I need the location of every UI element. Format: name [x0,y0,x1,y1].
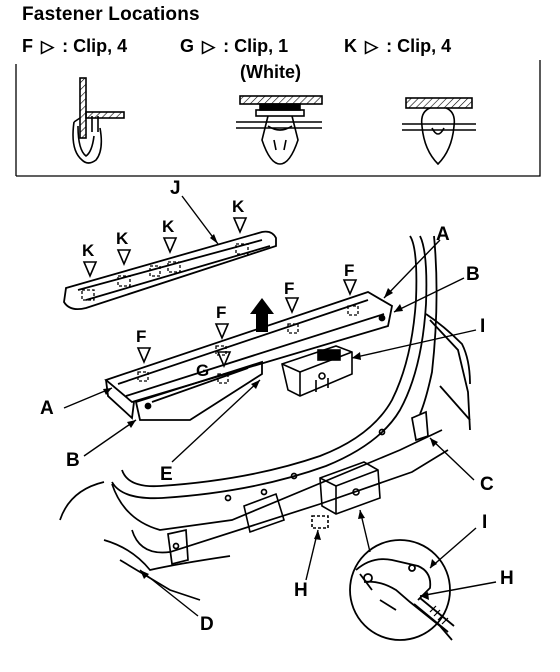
clip-marker-icon [82,261,98,279]
legend-note-white: (White) [240,62,301,82]
label-h: H [500,568,514,589]
clip-marker-icon [214,323,230,341]
label-b: B [466,264,480,285]
tailgate-opening [111,235,471,500]
legend-frame [15,60,541,177]
clip-g-detail [236,95,323,165]
label-k: K [162,217,175,236]
legend-text: : Clip, 1 [223,36,289,56]
clip-k-detail [402,97,476,166]
legend-text: : Clip, 4 [62,36,128,56]
clip-marker-icon: ▷ [202,37,216,56]
legend-letter: G [180,36,195,56]
clip-marker-icon [116,249,132,267]
legend-item-k: K ▷ : Clip, 4 [344,36,451,57]
clip-f-detail [72,77,125,164]
label-i: I [482,512,487,533]
label-g: G [196,361,209,380]
clip-markers [82,217,358,369]
label-f: F [216,303,226,322]
label-b: B [66,450,80,471]
label-c: C [480,474,494,495]
callout-labels: J K K K K A B I F F F F G A B E C D H I … [40,178,514,635]
label-k: K [232,197,245,216]
leader-arrowheads [103,234,438,600]
clip-marker-icon [136,347,152,365]
label-j: J [170,178,181,199]
label-a: A [436,224,450,245]
label-f: F [284,279,294,298]
clip-marker-icon [216,351,232,369]
label-a: A [40,398,54,419]
legend-item-g: G ▷ : Clip, 1 [180,36,288,57]
trim-panel-j [63,230,277,311]
label-k: K [82,241,95,260]
latch-detail-circle [349,539,455,641]
leader-lines [63,195,497,617]
clip-marker-icon [342,279,358,297]
label-e: E [160,464,173,485]
clip-marker-icon [162,237,178,255]
trim-panel-upper [104,291,394,421]
diagram-title: Fastener Locations [22,4,200,25]
label-f: F [136,327,146,346]
bracket-i-upper [281,345,353,397]
legend-item-f: F ▷ : Clip, 4 [22,36,127,57]
label-i: I [480,316,485,337]
clip-marker-icon [232,217,248,235]
clip-marker-icon: ▷ [365,37,379,56]
label-f: F [344,261,354,280]
up-arrow-icon [250,298,274,332]
lower-body-sill [59,410,449,601]
label-h: H [294,580,308,601]
legend-letter: F [22,36,33,56]
clip-marker-icon [284,297,300,315]
label-d: D [200,614,214,635]
legend-text: : Clip, 4 [386,36,452,56]
legend-letter: K [344,36,357,56]
clip-marker-icon: ▷ [41,37,55,56]
striker-bracket [243,461,381,534]
label-k: K [116,229,129,248]
